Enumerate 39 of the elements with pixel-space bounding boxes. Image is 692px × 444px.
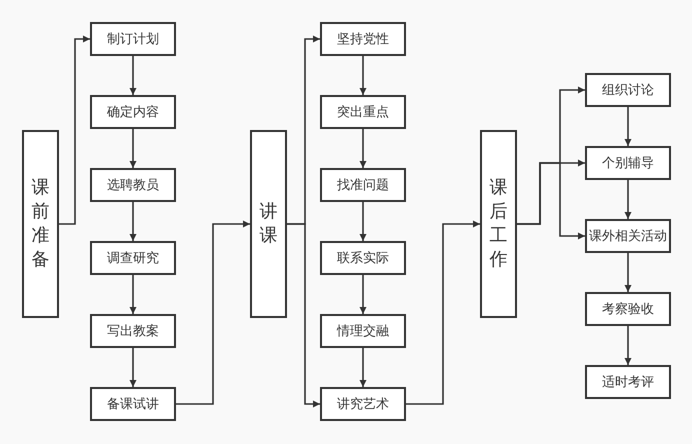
process-box: 联系实际	[320, 241, 406, 275]
arrow	[360, 348, 366, 387]
arrow	[624, 107, 632, 146]
arrow	[360, 275, 366, 314]
process-box: 情理交融	[320, 314, 406, 348]
arrow	[360, 202, 366, 241]
process-box: 找准问题	[320, 168, 406, 202]
arrow	[130, 129, 136, 168]
process-box: 组织讨论	[585, 73, 671, 107]
process-box: 考察验收	[585, 292, 671, 326]
process-box: 个别辅导	[585, 146, 671, 180]
arrow	[176, 220, 250, 405]
arrow	[406, 220, 480, 405]
process-box: 坚持党性	[320, 22, 406, 56]
stage-box: 课前准备	[22, 130, 59, 318]
arrow	[287, 223, 320, 408]
arrow	[360, 129, 366, 168]
arrow	[624, 253, 632, 292]
process-box: 讲究艺术	[320, 387, 406, 421]
arrow	[130, 275, 136, 314]
process-box: 备课试讲	[90, 387, 176, 421]
arrow	[624, 180, 632, 219]
arrow	[130, 56, 136, 95]
arrow	[59, 36, 90, 225]
arrow	[130, 202, 136, 241]
arrow	[517, 162, 585, 240]
stage-box: 讲课	[250, 130, 287, 318]
process-box: 写出教案	[90, 314, 176, 348]
process-box: 选聘教员	[90, 168, 176, 202]
arrow	[130, 348, 136, 387]
process-box: 确定内容	[90, 95, 176, 129]
process-box: 适时考评	[585, 365, 671, 399]
process-box: 突出重点	[320, 95, 406, 129]
arrow	[624, 326, 632, 365]
process-box: 调查研究	[90, 241, 176, 275]
process-box: 课外相关活动	[585, 219, 671, 253]
stage-box: 课后工作	[480, 130, 517, 318]
arrow	[360, 56, 366, 95]
process-box: 制订计划	[90, 22, 176, 56]
